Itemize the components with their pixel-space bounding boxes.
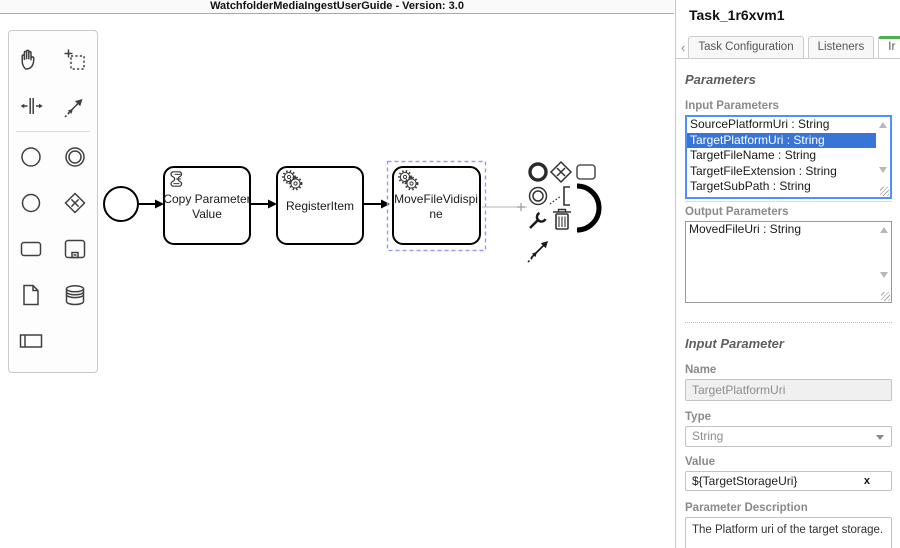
properties-panel: Task_1r6xvm1 ‹ Task Configuration Listen…: [675, 0, 900, 548]
participant-icon: [19, 334, 43, 348]
type-label: Type: [685, 411, 711, 423]
parameters-heading: Parameters: [685, 72, 756, 87]
palette-separator: [16, 131, 90, 132]
chevron-down-icon: [876, 435, 884, 440]
lasso-icon: [64, 49, 85, 70]
dotted-separator: [685, 322, 892, 323]
bpmn-canvas[interactable]: WatchfolderMediaIngestUserGuide - Versio…: [0, 0, 674, 548]
output-parameters-label: Output Parameters: [685, 206, 789, 218]
end-event-icon: [21, 193, 41, 213]
resize-handle[interactable]: [880, 187, 889, 196]
arc-icon[interactable]: [576, 183, 602, 233]
parameter-description-label: Parameter Description: [685, 502, 808, 514]
sequence-flow[interactable]: [364, 199, 390, 209]
data-store-icon: [65, 285, 85, 306]
clear-value-icon[interactable]: x: [863, 475, 870, 487]
name-label: Name: [685, 364, 717, 376]
subprocess-icon: [64, 239, 86, 259]
connect-tool-icon: [64, 99, 83, 118]
task-label: Value: [192, 207, 222, 221]
create-intermediate-event[interactable]: [53, 134, 97, 180]
create-end-event[interactable]: [9, 180, 53, 226]
intermediate-event-icon: [65, 147, 85, 167]
start-event[interactable]: [103, 186, 139, 222]
section-separator: [685, 201, 892, 202]
list-item[interactable]: SourcePlatformUri : String: [690, 117, 830, 131]
type-select-value: String: [692, 429, 724, 443]
hand-icon: [21, 49, 35, 70]
sequence-flow[interactable]: [251, 199, 277, 209]
task-move-file-vidispine[interactable]: MoveFileVidispi ne: [392, 166, 481, 245]
input-parameters-label: Input Parameters: [685, 100, 779, 112]
data-object-icon: [23, 284, 39, 306]
trash-icon[interactable]: [553, 208, 571, 230]
scroll-up-icon[interactable]: [880, 227, 888, 233]
list-item[interactable]: TargetFileName : String: [690, 148, 817, 162]
wrench-icon[interactable]: [529, 211, 547, 229]
create-participant[interactable]: [9, 318, 53, 364]
global-connect-tool[interactable]: [53, 83, 97, 129]
append-end-event-icon[interactable]: [528, 162, 548, 182]
bpmn-diagram: Copy Parameter Value RegisterItem MoveFi…: [103, 160, 602, 263]
element-id-title: Task_1r6xvm1: [689, 7, 785, 23]
list-item-selected[interactable]: TargetPlatformUri : String: [687, 132, 876, 148]
list-item[interactable]: MovedFileUri : String: [689, 222, 802, 236]
tab-task-configuration[interactable]: Task Configuration: [688, 36, 804, 58]
create-start-event[interactable]: [9, 134, 53, 180]
script-task-icon: [170, 171, 183, 187]
task-copy-parameter-value[interactable]: Copy Parameter Value: [163, 166, 251, 245]
task-register-item[interactable]: RegisterItem: [276, 166, 364, 245]
start-event-icon: [21, 147, 41, 167]
scroll-up-icon[interactable]: [879, 122, 887, 128]
gateway-icon: [64, 192, 86, 214]
connection-anchor: [482, 203, 527, 211]
lasso-tool[interactable]: [53, 37, 97, 83]
create-data-object[interactable]: [9, 272, 53, 318]
panel-tabs: ‹ Task Configuration Listeners Ir ›: [676, 32, 900, 59]
name-field: [685, 379, 892, 401]
connect-flow-icon[interactable]: [527, 241, 548, 263]
value-label: Value: [685, 456, 716, 468]
space-tool-icon: [20, 98, 43, 114]
palette: [8, 30, 98, 373]
scroll-down-icon[interactable]: [879, 167, 887, 173]
context-pad: [527, 160, 602, 263]
append-intermediate-event-icon[interactable]: [528, 186, 548, 206]
create-task[interactable]: [9, 226, 53, 272]
task-label: ne: [429, 207, 443, 221]
create-gateway[interactable]: [53, 180, 97, 226]
hand-tool[interactable]: [9, 37, 53, 83]
tab-input-output[interactable]: Ir: [878, 36, 900, 58]
append-task-icon[interactable]: [576, 164, 596, 180]
task-label: Copy Parameter: [163, 192, 250, 206]
scroll-down-icon[interactable]: [880, 272, 888, 278]
space-tool[interactable]: [9, 83, 53, 129]
output-parameters-listbox[interactable]: MovedFileUri : String: [685, 221, 892, 303]
append-gateway-icon[interactable]: [549, 160, 573, 184]
panel-body: Parameters Input Parameters SourcePlatfo…: [676, 72, 900, 548]
parameter-description-field[interactable]: The Platform uri of the target storage.: [685, 517, 892, 548]
input-parameters-listbox[interactable]: SourcePlatformUri : String TargetPlatfor…: [685, 115, 892, 199]
tab-scroll-left-icon[interactable]: ‹: [681, 40, 686, 55]
value-field[interactable]: [685, 471, 892, 491]
task-label: RegisterItem: [286, 199, 354, 213]
sequence-flow[interactable]: [139, 199, 164, 209]
list-item[interactable]: TargetFileExtension : String: [690, 163, 837, 178]
list-item[interactable]: TargetSubPath : String: [690, 179, 811, 193]
create-subprocess[interactable]: [53, 226, 97, 272]
input-parameter-heading: Input Parameter: [685, 336, 784, 351]
type-select[interactable]: String: [685, 426, 892, 447]
selection-outline: [386, 160, 487, 252]
create-data-store[interactable]: [53, 272, 97, 318]
task-label: MoveFileVidispi: [394, 192, 478, 206]
diagram-title-bar: WatchfolderMediaIngestUserGuide - Versio…: [0, 0, 674, 14]
append-text-annotation-icon[interactable]: [549, 186, 570, 206]
diagram-title: WatchfolderMediaIngestUserGuide - Versio…: [210, 0, 464, 12]
tab-listeners[interactable]: Listeners: [807, 36, 875, 58]
resize-handle[interactable]: [881, 292, 890, 301]
task-icon: [20, 241, 42, 257]
